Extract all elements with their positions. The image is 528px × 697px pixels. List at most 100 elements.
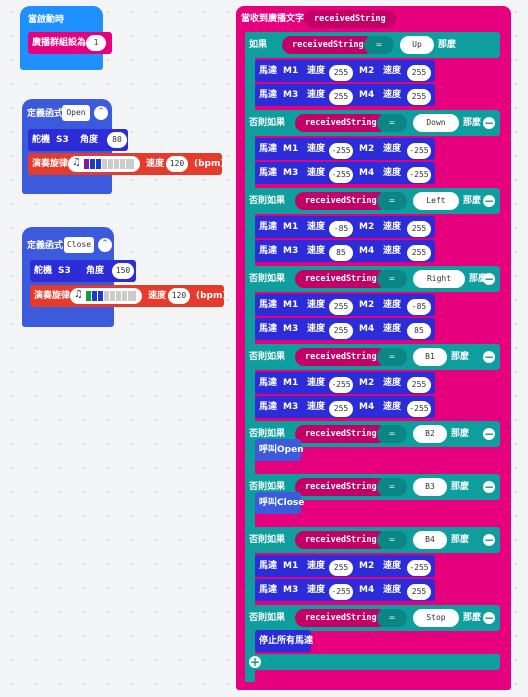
motor-port-dropdown[interactable]: M4 xyxy=(359,402,375,412)
motor-speed-input[interactable]: 85 xyxy=(407,323,431,339)
motor-speed-input[interactable]: -255 xyxy=(329,167,353,183)
motor-speed-input[interactable]: -255 xyxy=(329,143,353,159)
compare-value-string[interactable]: Up xyxy=(400,36,434,54)
compare-value-string[interactable]: B1 xyxy=(413,348,447,366)
motor-port-dropdown[interactable]: M1 xyxy=(283,222,299,232)
compare-operator-dropdown[interactable]: = xyxy=(377,114,407,132)
motor-speed-input[interactable]: 255 xyxy=(407,245,431,261)
motor-port-dropdown[interactable]: M3 xyxy=(283,585,299,595)
add-else-icon[interactable]: + xyxy=(249,655,261,669)
received-string-var[interactable]: receivedString xyxy=(295,425,387,443)
remove-branch-icon[interactable]: − xyxy=(483,116,495,130)
angle-input[interactable]: 80 xyxy=(107,132,127,148)
bpm-input[interactable]: 120 xyxy=(166,156,188,172)
motor-port-dropdown[interactable]: M2 xyxy=(359,222,375,232)
motor-port-dropdown[interactable]: M4 xyxy=(359,246,375,256)
remove-branch-icon[interactable]: − xyxy=(483,272,495,286)
motor-port-dropdown[interactable]: M4 xyxy=(359,90,375,100)
compare-operator-dropdown[interactable]: = xyxy=(377,192,407,210)
servo-port-dropdown[interactable]: S3 xyxy=(56,135,69,145)
motor-speed-input[interactable]: 255 xyxy=(329,560,353,576)
motor-speed-input[interactable]: 85 xyxy=(329,245,353,261)
received-string-var[interactable]: receivedString xyxy=(295,114,387,132)
motor-port-dropdown[interactable]: M3 xyxy=(283,168,299,178)
received-string-var[interactable]: receivedString xyxy=(295,478,387,496)
received-string-var[interactable]: receivedString xyxy=(282,36,374,54)
motor-port-dropdown[interactable]: M2 xyxy=(359,300,375,310)
angle-input[interactable]: 150 xyxy=(112,263,134,279)
received-string-var[interactable]: receivedString xyxy=(295,531,387,549)
motor-speed-input[interactable]: -255 xyxy=(407,401,431,417)
received-string-param[interactable]: receivedString xyxy=(304,10,396,28)
on-start-block[interactable]: 當啟動時 廣播群組設為 1 xyxy=(20,6,112,70)
motor-port-dropdown[interactable]: M3 xyxy=(283,90,299,100)
play-melody-block[interactable]: 演奏旋律 ♫ 速度 120 (bpm) xyxy=(28,153,225,175)
motor-port-dropdown[interactable]: M2 xyxy=(359,66,375,76)
compare-operator-dropdown[interactable]: = xyxy=(377,478,407,496)
melody-editor[interactable]: ♫ xyxy=(68,156,140,172)
received-string-var[interactable]: receivedString xyxy=(295,609,387,627)
compare-operator-dropdown[interactable]: = xyxy=(377,425,407,443)
motor-speed-input[interactable]: -255 xyxy=(407,560,431,576)
compare-value-string[interactable]: B2 xyxy=(413,425,447,443)
compare-value-string[interactable]: Left xyxy=(413,192,459,210)
motor-speed-input[interactable]: -255 xyxy=(329,377,353,393)
motor-speed-input[interactable]: 255 xyxy=(407,377,431,393)
received-string-var[interactable]: receivedString xyxy=(295,348,387,366)
motor-speed-input[interactable]: -255 xyxy=(407,167,431,183)
play-melody-block[interactable]: 演奏旋律 ♫ 速度 120 (bpm) xyxy=(30,285,227,307)
motor-speed-input[interactable]: 255 xyxy=(407,89,431,105)
motor-speed-input[interactable]: 255 xyxy=(329,323,353,339)
set-radio-group-block[interactable]: 廣播群組設為 1 xyxy=(28,32,112,54)
motor-speed-input[interactable]: 255 xyxy=(329,299,353,315)
motor-port-dropdown[interactable]: M4 xyxy=(359,324,375,334)
motor-port-dropdown[interactable]: M1 xyxy=(283,66,299,76)
stop-all-motors-block[interactable]: 停止所有馬達 xyxy=(255,630,313,652)
collapse-icon[interactable]: ⌃ xyxy=(98,238,112,252)
melody-editor[interactable]: ♫ xyxy=(70,288,142,304)
radio-group-input[interactable]: 1 xyxy=(86,35,106,51)
motor-port-dropdown[interactable]: M2 xyxy=(359,378,375,388)
motor-speed-input[interactable]: 255 xyxy=(329,65,353,81)
compare-operator-dropdown[interactable]: = xyxy=(377,270,407,288)
servo-port-dropdown[interactable]: S3 xyxy=(58,266,71,276)
received-string-var[interactable]: receivedString xyxy=(295,192,387,210)
motor-port-dropdown[interactable]: M4 xyxy=(359,585,375,595)
function-open-block[interactable]: 定義函式 Open ⌃ 舵機 S3 角度 80 演奏旋律 ♫ 速度 120 (b… xyxy=(22,99,225,194)
compare-operator-dropdown[interactable]: = xyxy=(377,348,407,366)
compare-value-string[interactable]: Right xyxy=(413,270,465,288)
remove-branch-icon[interactable]: − xyxy=(483,533,495,547)
collapse-icon[interactable]: ⌃ xyxy=(94,106,108,120)
motor-port-dropdown[interactable]: M2 xyxy=(359,144,375,154)
compare-operator-dropdown[interactable]: = xyxy=(377,531,407,549)
remove-branch-icon[interactable]: − xyxy=(483,194,495,208)
motor-port-dropdown[interactable]: M3 xyxy=(283,402,299,412)
motor-speed-input[interactable]: 255 xyxy=(407,584,431,600)
bpm-input[interactable]: 120 xyxy=(168,288,190,304)
motor-port-dropdown[interactable]: M1 xyxy=(283,144,299,154)
motor-port-dropdown[interactable]: M2 xyxy=(359,561,375,571)
compare-operator-dropdown[interactable]: = xyxy=(364,36,394,54)
servo-block[interactable]: 舵機 S3 角度 150 xyxy=(30,260,136,282)
function-close-block[interactable]: 定義函式 Close ⌃ 舵機 S3 角度 150 演奏旋律 ♫ 速度 120 … xyxy=(22,227,227,327)
motor-port-dropdown[interactable]: M3 xyxy=(283,246,299,256)
motor-speed-input[interactable]: -85 xyxy=(329,221,353,237)
compare-value-string[interactable]: B4 xyxy=(413,531,447,549)
motor-port-dropdown[interactable]: M4 xyxy=(359,168,375,178)
motor-port-dropdown[interactable]: M3 xyxy=(283,324,299,334)
compare-value-string[interactable]: Down xyxy=(413,114,459,132)
motor-speed-input[interactable]: 255 xyxy=(329,89,353,105)
function-name-close[interactable]: Close xyxy=(64,237,94,253)
compare-value-string[interactable]: Stop xyxy=(413,609,459,627)
